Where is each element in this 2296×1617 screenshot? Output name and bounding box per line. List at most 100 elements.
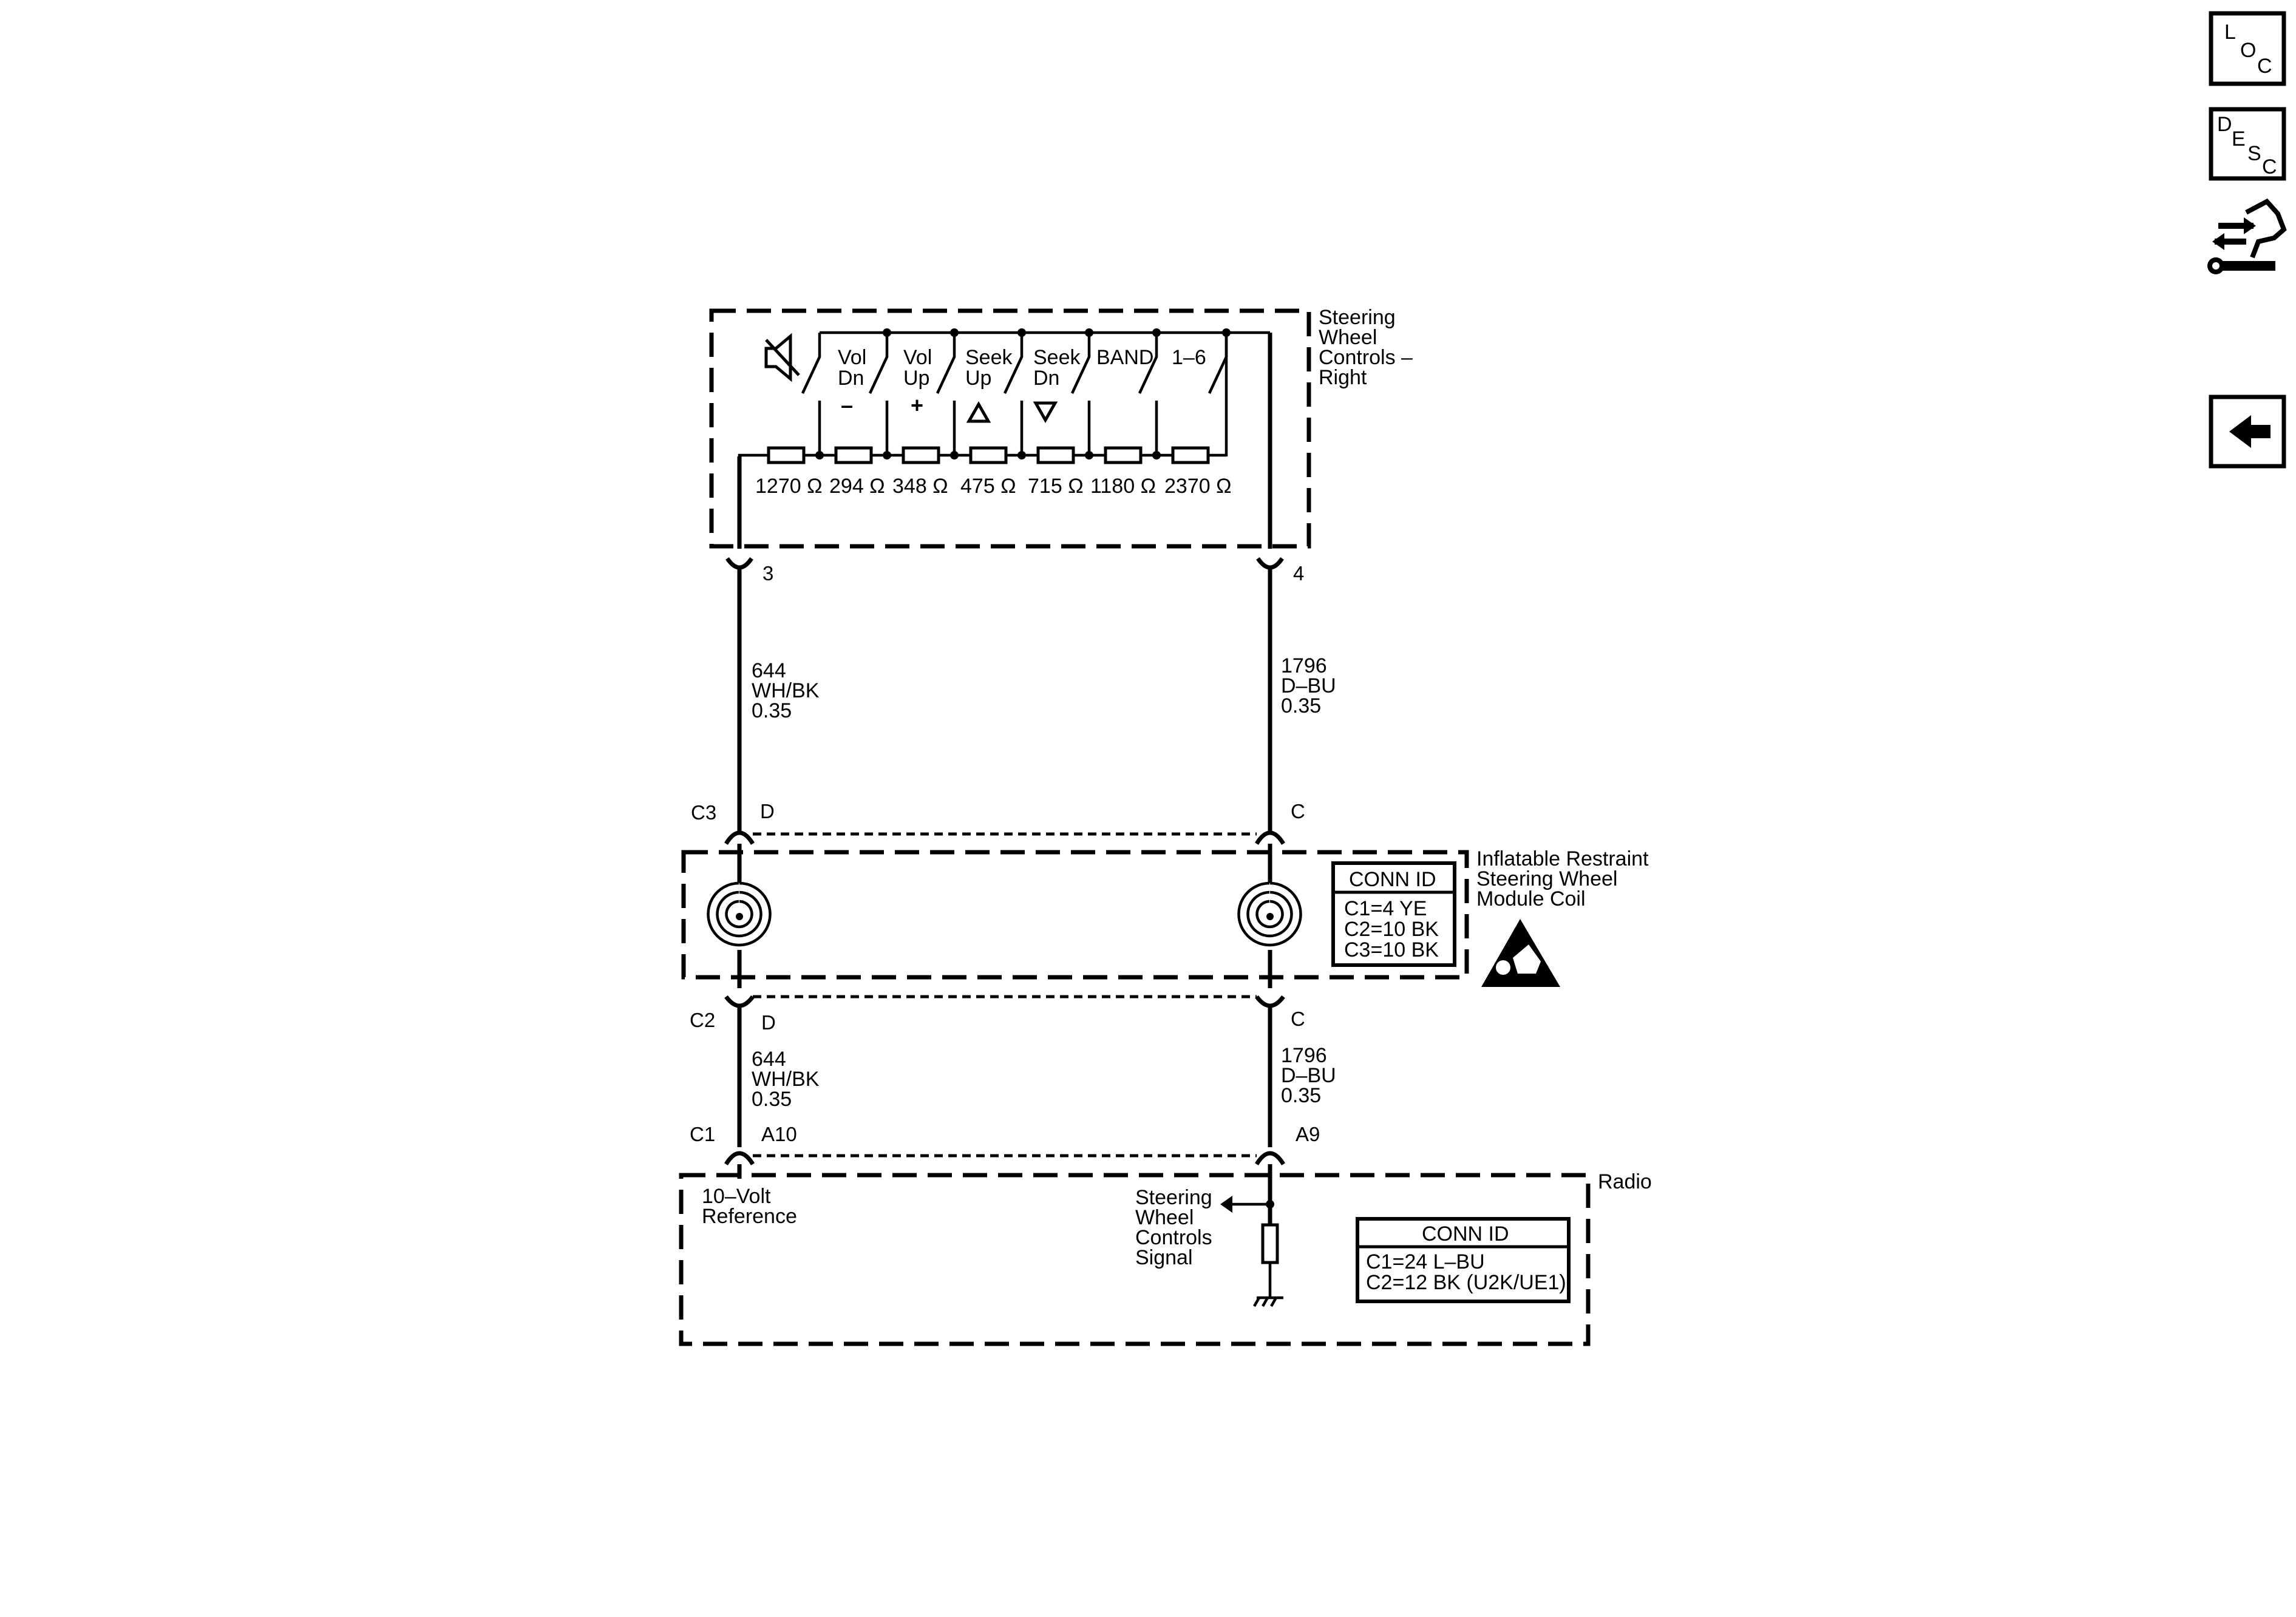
svg-text:S: S [2247,142,2261,165]
back-button[interactable] [2209,395,2286,469]
svg-text:0.35: 0.35 [1281,1084,1321,1107]
switch-vol-dn [868,333,889,455]
svg-text:CONN ID: CONN ID [1349,868,1436,891]
svg-text:A10: A10 [761,1123,797,1145]
svg-text:Controls: Controls [1135,1226,1212,1249]
svg-text:Up: Up [965,367,991,390]
svg-text:Wheel: Wheel [1135,1206,1194,1229]
svg-text:0.35: 0.35 [752,699,792,722]
wire-644-lower-label: 644 WH/BK 0.35 [752,1048,820,1111]
wire-1796-upper-label: 1796 D–BU 0.35 [1281,654,1336,717]
svg-text:C1=24 L–BU: C1=24 L–BU [1366,1250,1485,1273]
resistor [834,446,873,464]
svg-text:C3=10 BK: C3=10 BK [1344,938,1439,961]
svg-text:348 Ω: 348 Ω [892,475,948,498]
svg-text:10–Volt: 10–Volt [702,1185,771,1208]
switch-seek-dn [1070,333,1091,455]
connector-tools-icon[interactable] [2207,198,2287,274]
swc-switches: Vol Dn – Vol Up + Seek Up Seek Dn BAND 1… [764,333,1228,455]
resistor [902,446,940,464]
svg-text:D–BU: D–BU [1281,674,1336,697]
resistor [1171,446,1210,464]
svg-text:C2: C2 [690,1009,715,1031]
coil-spiral-icon [1237,881,1302,947]
svg-text:Up: Up [903,367,929,390]
svg-text:+: + [911,393,923,418]
svg-text:715 Ω: 715 Ω [1028,475,1084,498]
svg-text:C: C [1291,1008,1305,1030]
resistor [767,446,806,464]
resistor [969,446,1008,464]
svg-text:2370 Ω: 2370 Ω [1164,475,1232,498]
svg-text:1–6: 1–6 [1172,346,1206,369]
svg-text:D: D [761,1011,776,1034]
switch-mute [801,333,821,455]
coil-conn-id-table: CONN ID C1=4 YE C2=10 BK C3=10 BK [1331,861,1456,967]
loc-button[interactable]: L O C [2209,11,2286,86]
steering-wheel-controls-module: Steering Wheel Controls – Right Vol Dn – [709,306,1413,549]
connector-c2: C2 D C [690,995,1305,1034]
inflatable-restraint-coil-module: CONN ID C1=4 YE C2=10 BK C3=10 BK Inflat… [681,844,1649,988]
svg-text:Vol: Vol [838,346,866,369]
switch-1-6 [1207,333,1228,394]
swc-module-name: Steering Wheel Controls – Right [1319,306,1413,389]
svg-text:Right: Right [1319,366,1367,389]
desc-button[interactable]: D E S C [2209,107,2286,181]
svg-text:Seek: Seek [965,346,1013,369]
svg-text:L: L [2224,21,2236,44]
swc-resistors [767,446,1210,464]
svg-text:BAND: BAND [1096,346,1153,369]
svg-text:C2=12 BK (U2K/UE1): C2=12 BK (U2K/UE1) [1366,1271,1566,1294]
swc-connector-pins: 3 4 [725,557,1304,585]
steering-wheel-controls-signal-label: Steering Wheel Controls Signal [1135,1186,1212,1269]
coil-spiral-icon [707,881,772,947]
svg-text:C3: C3 [691,801,716,824]
svg-text:1796: 1796 [1281,654,1327,677]
svg-text:1270 Ω: 1270 Ω [755,475,823,498]
svg-text:1796: 1796 [1281,1044,1327,1067]
svg-text:WH/BK: WH/BK [752,679,820,702]
seek-up-triangle-icon [966,401,991,423]
coil-module-name: Inflatable Restraint Steering Wheel Modu… [1476,847,1649,910]
svg-text:Signal: Signal [1135,1246,1193,1269]
svg-text:Reference: Reference [702,1205,797,1228]
svg-text:D: D [2217,113,2232,136]
wire-644-upper-label: 644 WH/BK 0.35 [752,659,820,722]
seek-dn-triangle-icon [1033,401,1058,424]
radio-module-name: Radio [1598,1170,1652,1193]
svg-text:Controls –: Controls – [1319,346,1413,369]
svg-text:E: E [2232,127,2246,151]
mute-speaker-icon [764,333,800,382]
svg-text:O: O [2240,39,2256,62]
switch-band [1138,333,1158,455]
svg-text:294 Ω: 294 Ω [829,475,885,498]
switch-seek-up [1003,333,1024,455]
swc-module-border [709,308,1311,549]
radio-module: Radio 10–Volt Reference Steering Wheel C… [679,1164,1652,1346]
pulldown-resistor [1261,1223,1279,1264]
svg-text:Inflatable Restraint: Inflatable Restraint [1476,847,1649,870]
svg-text:–: – [841,393,853,418]
svg-text:Steering: Steering [1319,306,1396,329]
resistor [1104,446,1143,464]
coil-module-border [681,850,1469,980]
svg-text:CONN ID: CONN ID [1422,1222,1509,1246]
svg-text:Steering Wheel: Steering Wheel [1476,867,1617,890]
svg-text:0.35: 0.35 [752,1088,792,1111]
svg-text:Module Coil: Module Coil [1476,887,1586,910]
svg-text:WH/BK: WH/BK [752,1068,820,1091]
airbag-warning-icon [1481,919,1560,987]
svg-text:C1=4 YE: C1=4 YE [1344,897,1427,920]
resistor [1036,446,1075,464]
svg-text:Steering: Steering [1135,1186,1212,1209]
svg-text:A9: A9 [1296,1123,1320,1145]
svg-text:Wheel: Wheel [1319,326,1377,349]
svg-text:4: 4 [1293,562,1304,585]
svg-text:Seek: Seek [1033,346,1081,369]
svg-text:644: 644 [752,659,786,682]
svg-text:C: C [2257,55,2272,78]
connector-c3: C3 D C [691,800,1305,845]
resistor-values: 1270 Ω 294 Ω 348 Ω 475 Ω 715 Ω 1180 Ω 23… [755,475,1232,498]
svg-text:C2=10 BK: C2=10 BK [1344,918,1439,941]
